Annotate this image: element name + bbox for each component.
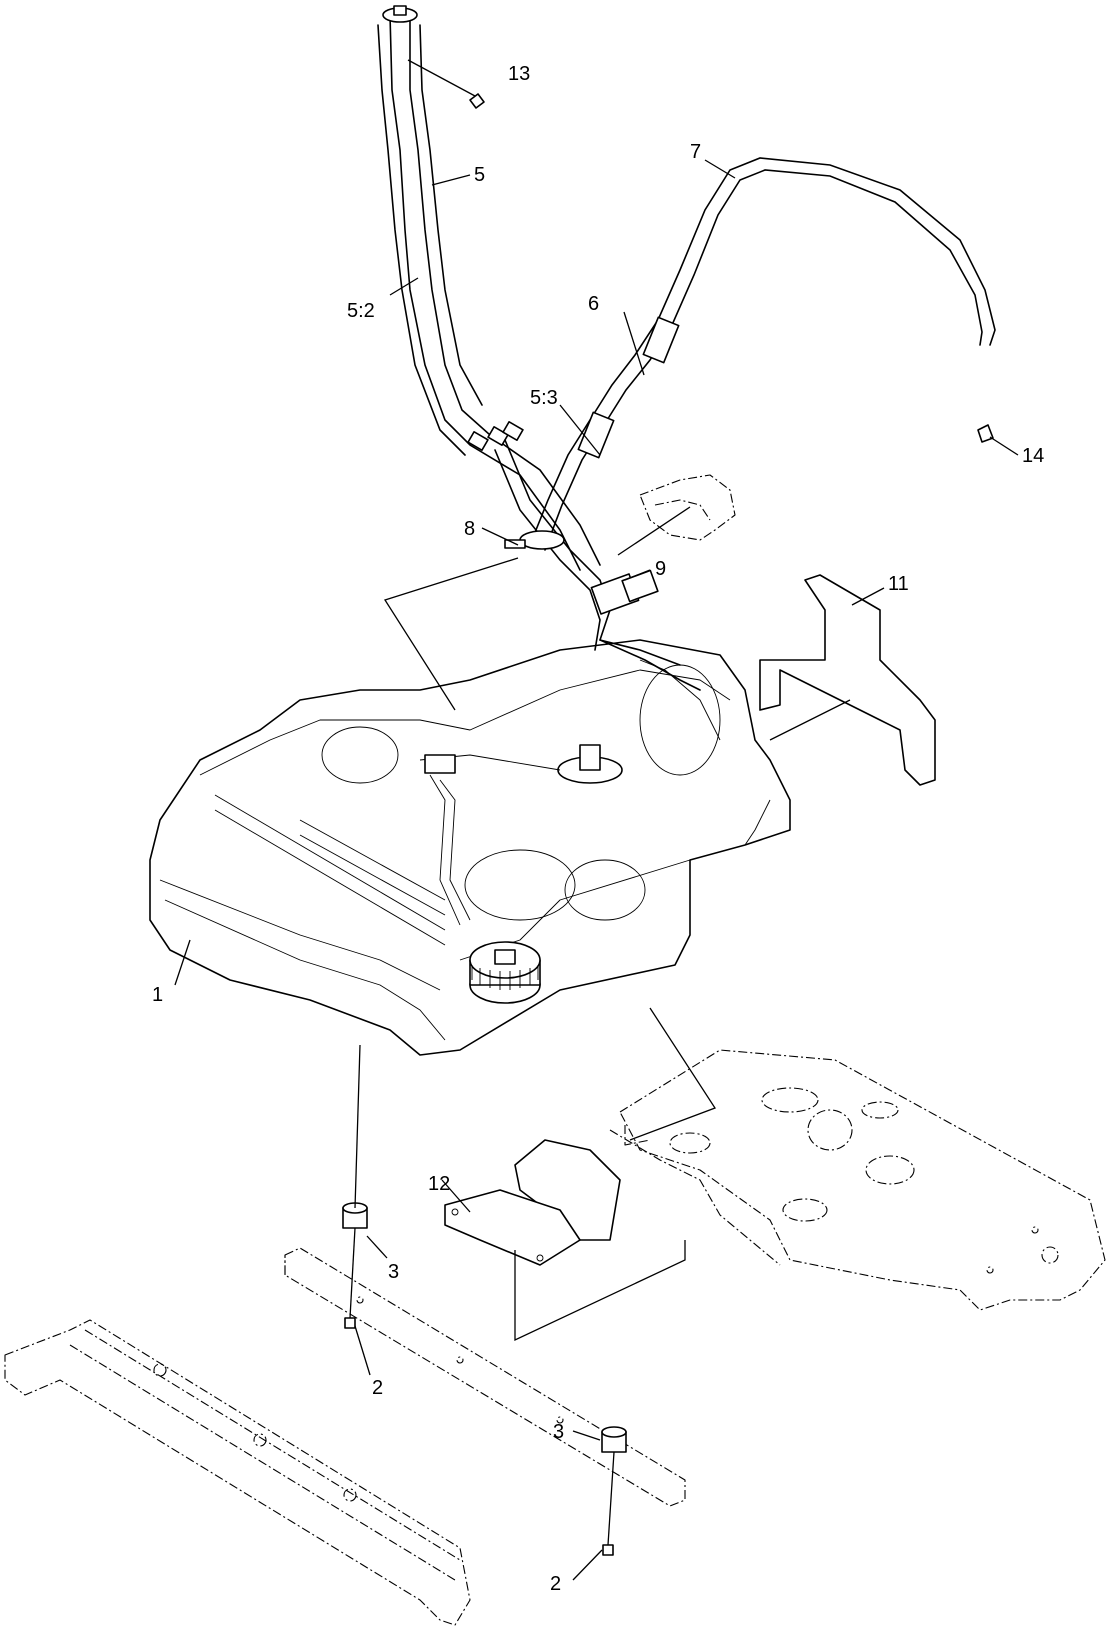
- isolator-right: [601, 1426, 627, 1453]
- callout-13: 13: [508, 63, 530, 85]
- plug-13: [469, 93, 485, 109]
- fuel-cap: [469, 941, 541, 1004]
- crossmember-ghost: [284, 1247, 686, 1507]
- leader-lines: [174, 59, 1019, 1581]
- callout-3-right: 3: [553, 1421, 564, 1443]
- callout-8: 8: [464, 518, 475, 540]
- frame-plate-ghost: [609, 1049, 1106, 1311]
- isolator-left: [342, 1202, 368, 1229]
- callout-5-2: 5:2: [347, 300, 375, 322]
- callout-11: 11: [888, 573, 909, 595]
- callout-2-right: 2: [550, 1573, 561, 1595]
- callout-7: 7: [690, 141, 701, 163]
- callout-labels: 13 5 5:2 7 6 5:3 14 8 9 11 1 12 3 2 3 2: [152, 63, 1044, 1595]
- callout-2-left: 2: [372, 1377, 383, 1399]
- filler-neck-hose: [377, 5, 601, 571]
- hose-connectors: [467, 421, 524, 451]
- callout-3-left: 3: [388, 1261, 399, 1283]
- callout-5: 5: [474, 164, 485, 186]
- rail-ghost: [4, 1319, 471, 1626]
- callout-14: 14: [1022, 445, 1044, 467]
- screw-right: [602, 1544, 614, 1556]
- mounting-bracket: [444, 1139, 621, 1266]
- callout-5-3: 5:3: [530, 387, 558, 409]
- callout-12: 12: [428, 1173, 450, 1195]
- cap-14: [977, 424, 994, 443]
- screw-left: [344, 1317, 356, 1329]
- callout-6: 6: [588, 293, 599, 315]
- callout-9: 9: [655, 558, 666, 580]
- callout-1: 1: [152, 984, 163, 1006]
- heat-shield: [759, 574, 936, 786]
- fuel-tank: [149, 639, 791, 1056]
- hose-clamp: [504, 530, 565, 550]
- fuel-line-5-3: [529, 157, 996, 551]
